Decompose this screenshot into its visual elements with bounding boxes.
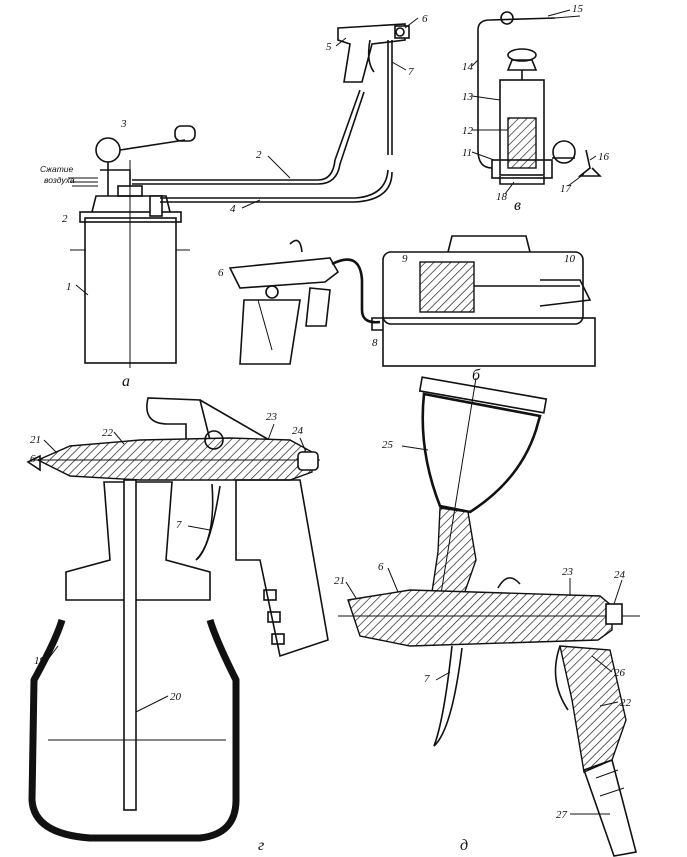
note-line-1: Сжатие — [40, 164, 74, 174]
figure-d-upper-cup-gun — [338, 376, 640, 857]
label-6: 6 — [422, 13, 428, 25]
label-2: 2 — [62, 213, 68, 225]
caption-v: в — [514, 197, 521, 214]
label-18: 18 — [496, 191, 508, 203]
figure-a-pressure-tank — [68, 23, 410, 368]
figure-v-pump — [477, 11, 602, 185]
label-5: 5 — [326, 41, 332, 53]
label-16: 16 — [598, 151, 610, 163]
label-23b: 23 — [562, 566, 574, 578]
label-9: 9 — [402, 253, 408, 265]
label-7: 7 — [408, 66, 414, 78]
label-17: 17 — [560, 183, 572, 195]
subfigure-captions: а б в г д — [122, 197, 521, 854]
label-13: 13 — [462, 91, 474, 103]
label-19: 19 — [34, 655, 46, 667]
figure-b-compressor — [228, 235, 596, 367]
label-27: 27 — [556, 809, 568, 821]
label-4: 4 — [230, 203, 236, 215]
label-11: 11 — [462, 147, 472, 159]
label-6c: 6 — [30, 453, 36, 465]
caption-d: д — [460, 837, 468, 854]
label-10: 10 — [564, 253, 576, 265]
label-2b: 2 — [256, 149, 262, 161]
label-21b: 21 — [334, 575, 345, 587]
label-25: 25 — [382, 439, 394, 451]
leader-lines — [43, 9, 623, 815]
label-8: 8 — [372, 337, 378, 349]
label-15: 15 — [572, 3, 584, 15]
caption-a: а — [122, 373, 130, 390]
label-7b: 7 — [176, 519, 182, 531]
note-line-2: воздуха — [44, 175, 75, 185]
label-7c: 7 — [424, 673, 430, 685]
label-1: 1 — [66, 281, 72, 293]
caption-b: б — [472, 367, 481, 384]
label-26: 26 — [614, 667, 626, 679]
part-labels: 1 2 2 3 4 5 6 7 6 8 9 10 11 12 13 14 15 … — [30, 3, 632, 821]
label-3: 3 — [120, 118, 127, 130]
figure-g-lower-cup-gun — [26, 397, 329, 842]
label-23: 23 — [266, 411, 278, 423]
label-6d: 6 — [378, 561, 384, 573]
label-24b: 24 — [614, 569, 626, 581]
label-12: 12 — [462, 125, 474, 137]
label-22: 22 — [102, 427, 114, 439]
label-20: 20 — [170, 691, 182, 703]
caption-g: г — [258, 837, 264, 854]
label-14: 14 — [462, 61, 474, 73]
label-22b: 22 — [620, 697, 632, 709]
label-21: 21 — [30, 434, 41, 446]
label-24: 24 — [292, 425, 304, 437]
label-6b: 6 — [218, 267, 224, 279]
